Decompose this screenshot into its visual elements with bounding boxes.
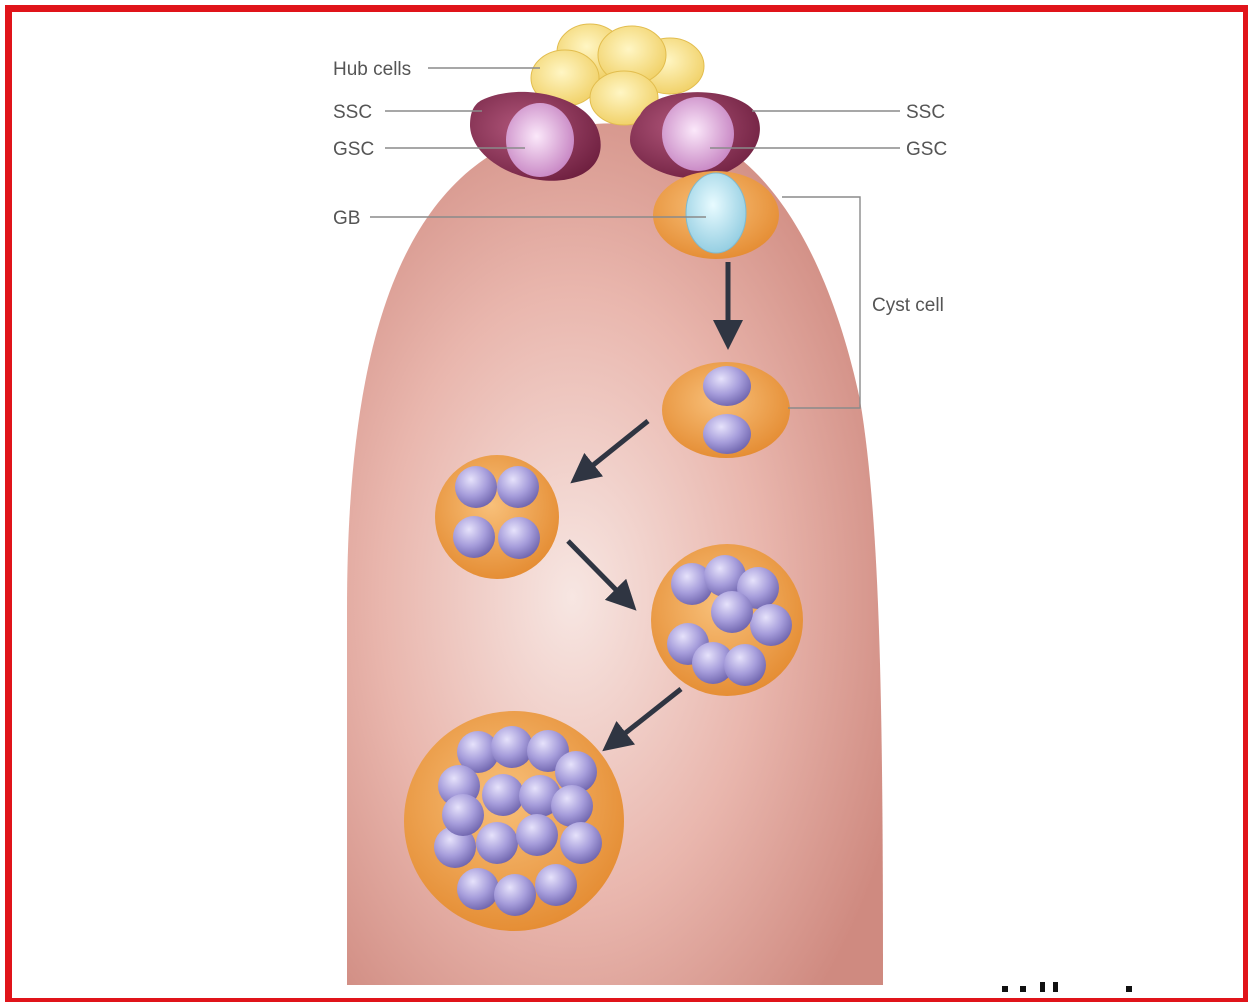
label-ssc-left: SSC [333,102,372,123]
cyst-16-cell [404,711,624,931]
label-gb: GB [333,208,360,229]
label-ssc-right: SSC [906,102,945,123]
cropped-caption-fragment [1002,982,1132,992]
cyst-2-cell [662,362,790,458]
gonialblast-cyst [653,171,779,259]
cyst-8-cell [651,544,803,696]
label-hub-cells: Hub cells [333,59,411,80]
cyst-4-cell [435,455,559,579]
label-gsc-right: GSC [906,139,947,160]
label-cyst-cell: Cyst cell [872,295,944,316]
label-gsc-left: GSC [333,139,374,160]
